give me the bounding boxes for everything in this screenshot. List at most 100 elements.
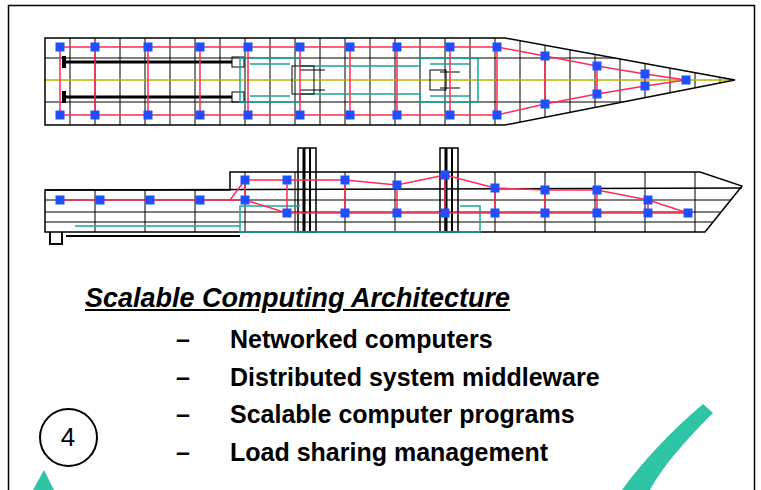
bullet-dash: – — [176, 325, 190, 354]
network-node — [441, 171, 450, 180]
frame-line — [320, 38, 321, 125]
mast — [298, 148, 316, 232]
network-node — [196, 43, 205, 52]
bullet-dash: – — [176, 400, 190, 429]
frame-line — [445, 38, 446, 125]
frame-line — [145, 172, 146, 232]
frame-line — [695, 172, 696, 232]
network-node — [491, 209, 500, 218]
network-cable — [60, 175, 688, 213]
bullet-text: Scalable computer programs — [230, 400, 575, 429]
frame-line — [420, 38, 421, 125]
network-node — [682, 76, 691, 85]
frame-line — [295, 38, 296, 125]
callout-number: 4 — [61, 422, 75, 453]
propeller-shaft — [62, 61, 232, 64]
network-node — [296, 111, 305, 120]
frame-line — [595, 38, 596, 125]
network-node — [144, 43, 153, 52]
network-node — [241, 196, 250, 205]
network-node — [641, 70, 650, 79]
frame-line — [470, 38, 471, 125]
network-node — [491, 184, 500, 193]
frame-line — [95, 172, 96, 232]
mast-line — [451, 148, 453, 232]
network-node — [341, 209, 350, 218]
network-node — [644, 209, 653, 218]
network-cable — [59, 47, 61, 115]
teal-swoosh — [622, 404, 713, 490]
network-cable — [60, 80, 686, 115]
frame-line — [70, 38, 71, 125]
mast-line — [303, 148, 306, 232]
frame-line — [195, 172, 196, 232]
network-node — [56, 196, 65, 205]
network-node — [283, 176, 292, 185]
engine-block — [430, 70, 446, 90]
bullet-text: Distributed system middleware — [230, 363, 600, 392]
bullet-text: Load sharing management — [230, 438, 548, 467]
network-node — [593, 90, 602, 99]
network-node — [446, 43, 455, 52]
network-node — [593, 209, 602, 218]
frame-line — [345, 38, 346, 125]
network-node — [541, 209, 550, 218]
network-node — [446, 111, 455, 120]
network-node — [296, 43, 305, 52]
teal-corner — [33, 470, 54, 490]
machinery-outline — [240, 58, 478, 102]
frame-line — [545, 38, 546, 125]
network-node — [393, 111, 402, 120]
mast — [440, 148, 458, 232]
network-node — [593, 62, 602, 71]
mast-line — [445, 148, 448, 232]
network-node — [393, 181, 402, 190]
network-node — [541, 52, 550, 61]
ship-side-view — [45, 148, 742, 244]
propeller-shaft — [62, 96, 232, 99]
frame-line — [495, 172, 496, 232]
bullet-dash: – — [176, 438, 190, 467]
network-node — [541, 100, 550, 109]
network-node — [241, 176, 250, 185]
ship-top-view — [45, 38, 735, 125]
network-node — [283, 209, 292, 218]
network-node — [441, 209, 450, 218]
hull-grid — [45, 38, 735, 125]
shaft-coupling — [232, 92, 244, 102]
network-node — [644, 196, 653, 205]
network-cable — [449, 47, 451, 115]
network-node — [196, 196, 205, 205]
network-node — [196, 111, 205, 120]
network-node — [393, 43, 402, 52]
network-node — [91, 111, 100, 120]
network-cable — [286, 180, 288, 213]
bullet-text: Networked computers — [230, 325, 493, 354]
network-node — [56, 43, 65, 52]
network-node — [244, 111, 253, 120]
network-node — [144, 111, 153, 120]
network-cable — [60, 47, 686, 80]
frame-line — [595, 172, 596, 232]
network-node — [593, 186, 602, 195]
network-node — [541, 186, 550, 195]
callout-circle: 4 — [39, 408, 98, 467]
hull-outline — [45, 38, 735, 125]
hull-grid — [45, 172, 742, 232]
network-cable — [299, 47, 301, 115]
hull-line — [45, 222, 742, 223]
network-node — [346, 111, 355, 120]
propeller — [62, 91, 66, 103]
network-node — [684, 209, 693, 218]
frame-line — [195, 38, 196, 125]
network-cable — [544, 56, 546, 104]
frame-line — [620, 38, 621, 125]
frame-line — [545, 172, 546, 232]
network-node — [56, 111, 65, 120]
network-node — [493, 43, 502, 52]
rudder-shaft — [50, 232, 240, 244]
network-node — [244, 43, 253, 52]
network-node — [493, 111, 502, 120]
engine-detail — [300, 70, 460, 90]
frame-line — [170, 38, 171, 125]
